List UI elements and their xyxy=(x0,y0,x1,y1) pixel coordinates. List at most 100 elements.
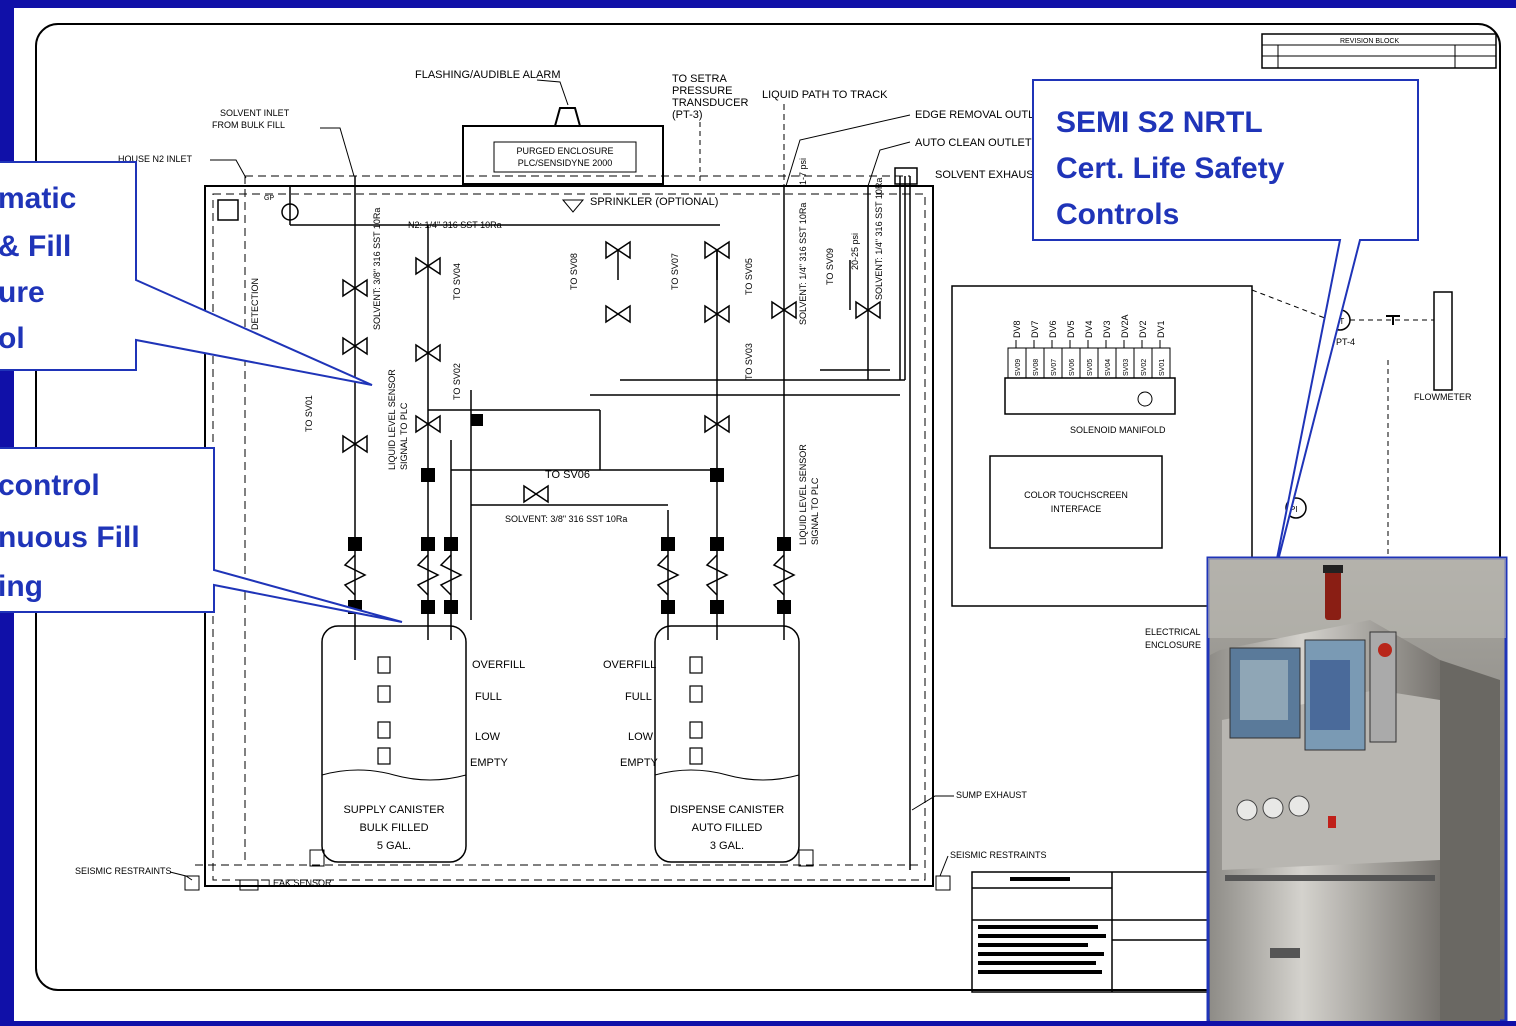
pt3-label: (PT-3) xyxy=(672,109,703,121)
seismic-left-label: SEISMIC RESTRAINTS xyxy=(75,866,172,876)
callout-pressure-line3: ure xyxy=(0,276,45,309)
solvent-exhaust-label: SOLVENT EXHAUST xyxy=(935,169,1041,181)
solvent-14-vert-label-b: SOLVENT: 1/4" 316 SST 10Ra xyxy=(874,178,884,300)
psi-20-25-label: 20-25 psi xyxy=(850,233,860,270)
solvent-38-label: SOLVENT: 3/8" 316 SST 10Ra xyxy=(505,514,627,524)
filter-blocks xyxy=(348,414,791,614)
house-n2-label: HOUSE N2 INLET xyxy=(118,154,193,164)
revision-title: REVISION BLOCK xyxy=(1340,38,1399,45)
n2-line-label: N2: 1/4" 316 SST 10Ra xyxy=(408,220,502,230)
title-block xyxy=(971,871,1213,993)
purged-enclosure xyxy=(462,125,664,185)
seismic-right-label: SEISMIC RESTRAINTS xyxy=(950,850,1047,860)
manifold-sv-label: SV06 xyxy=(1069,359,1076,376)
supply-volume-label: 5 GAL. xyxy=(377,840,411,852)
dispense-canister-label: DISPENSE CANISTER xyxy=(670,804,784,816)
callout-pressure-line1: matic xyxy=(0,182,76,215)
dispense-full: FULL xyxy=(625,691,652,703)
solvent-38-vert-label: SOLVENT: 3/8" 316 SST 10Ra xyxy=(372,208,382,330)
manifold-dv-label: DV7 xyxy=(1030,320,1040,338)
manifold-sv-label: SV01 xyxy=(1159,359,1166,376)
flashing-alarm-label: FLASHING/AUDIBLE ALARM xyxy=(415,69,561,81)
to-sv09-label: TO SV09 xyxy=(825,248,835,285)
auto-clean-label: AUTO CLEAN OUTLET xyxy=(915,137,1032,149)
flex-hoses xyxy=(343,554,796,596)
signal-to-plc-right: SIGNAL TO PLC xyxy=(810,477,820,545)
manifold-sv-label: SV08 xyxy=(1033,359,1040,376)
to-sv07-label: TO SV07 xyxy=(670,253,680,290)
supply-full: FULL xyxy=(475,691,502,703)
supply-canister-label: SUPPLY CANISTER xyxy=(343,804,444,816)
cabinet-photo xyxy=(1206,556,1508,1023)
supply-fill-label: BULK FILLED xyxy=(359,822,428,834)
manifold-dv-label: DV5 xyxy=(1066,320,1076,338)
to-sv01-label: TO SV01 xyxy=(304,395,314,432)
manifold-dv-label: DV6 xyxy=(1048,320,1058,338)
svg-text:GP: GP xyxy=(264,195,274,202)
dispense-low: LOW xyxy=(628,731,654,743)
cabinet-inner-dashed xyxy=(212,193,926,881)
dispense-volume-label: 3 GAL. xyxy=(710,840,744,852)
touchscreen-label-1: COLOR TOUCHSCREEN xyxy=(1024,490,1128,500)
psi-1-7-label: 1-7 psi xyxy=(798,158,808,185)
beacon-light xyxy=(1325,570,1341,620)
to-sv03-label: TO SV03 xyxy=(744,343,754,380)
callout-safety-line1: SEMI S2 NRTL xyxy=(1056,106,1263,139)
supply-empty: EMPTY xyxy=(470,757,509,769)
manifold-sv-label: SV02 xyxy=(1141,359,1148,376)
detection-label: DETECTION xyxy=(250,278,260,330)
callout-continuous: control nuous Fill ing xyxy=(0,447,403,623)
solvent-inlet-label-1: SOLVENT INLET xyxy=(220,108,290,118)
manifold-dv-label: DV2A xyxy=(1120,314,1130,338)
manifold-sv-label: SV07 xyxy=(1051,359,1058,376)
signal-to-plc-left: SIGNAL TO PLC xyxy=(399,402,409,470)
callout-pressure-line4: ol xyxy=(0,322,25,355)
callout-safety-line3: Controls xyxy=(1056,198,1179,231)
manifold-dv-label: DV8 xyxy=(1012,320,1022,338)
edge-removal-label: EDGE REMOVAL OUTLET xyxy=(915,109,1049,121)
dispense-fill-label: AUTO FILLED xyxy=(692,822,763,834)
solvent-inlet-label-2: FROM BULK FILL xyxy=(212,120,285,130)
revision-block: REVISION BLOCK xyxy=(1261,33,1497,69)
to-setra-label: TO SETRA xyxy=(672,73,727,85)
callout-continuous-line1: control xyxy=(0,469,100,502)
leak-sensor-label: LEAK SENSOR xyxy=(268,878,332,888)
callout-pressure: matic & Fill ure ol xyxy=(0,161,373,386)
title-block-text-bars xyxy=(978,877,1106,974)
liquid-level-sensor-right: LIQUID LEVEL SENSOR xyxy=(798,444,808,545)
touchscreen-box xyxy=(989,455,1163,549)
sump-exhaust-label: SUMP EXHAUST xyxy=(956,790,1027,800)
dispense-canister xyxy=(654,625,800,863)
solvent-14-vert-label-a: SOLVENT: 1/4" 316 SST 10Ra xyxy=(798,203,808,325)
manifold-sv-label: SV05 xyxy=(1087,359,1094,376)
to-sv06-label: TO SV06 xyxy=(545,469,590,481)
manifold-sv-cell xyxy=(1151,347,1171,379)
pt4-label: PT-4 xyxy=(1336,337,1355,347)
manifold-sv-label: SV03 xyxy=(1123,359,1130,376)
callout-safety-line2: Cert. Life Safety xyxy=(1056,152,1285,185)
solenoid-manifold-label: SOLENOID MANIFOLD xyxy=(1070,425,1166,435)
pi-gauge-icon xyxy=(1285,497,1307,519)
supply-canister xyxy=(321,625,467,863)
to-sv08-label: TO SV08 xyxy=(569,253,579,290)
purged-enclosure-line2: PLC/SENSIDYNE 2000 xyxy=(518,158,613,168)
callout-safety: SEMI S2 NRTL Cert. Life Safety Controls xyxy=(1032,79,1419,585)
alarm-beacon xyxy=(554,107,581,127)
valves xyxy=(342,240,881,504)
manifold-dv-label: DV3 xyxy=(1102,320,1112,338)
level-floats xyxy=(377,656,703,765)
pressure-gauge-icon xyxy=(281,203,299,221)
to-sv05-label: TO SV05 xyxy=(744,258,754,295)
electrical-label-2: ENCLOSURE xyxy=(1145,640,1201,650)
transducer-label: TRANSDUCER xyxy=(672,97,748,109)
manifold-dv-label: DV2 xyxy=(1138,320,1148,338)
callout-pressure-line2: & Fill xyxy=(0,230,71,263)
supply-overfill: OVERFILL xyxy=(472,659,525,671)
manifold-dv-label: DV1 xyxy=(1156,320,1166,338)
callout-continuous-line2: nuous Fill xyxy=(0,521,140,554)
leak-sensor-box xyxy=(239,879,259,891)
to-sv02-label: TO SV02 xyxy=(452,363,462,400)
manifold-dv-label: DV4 xyxy=(1084,320,1094,338)
liquid-level-sensor-left: LIQUID LEVEL SENSOR xyxy=(387,369,397,470)
